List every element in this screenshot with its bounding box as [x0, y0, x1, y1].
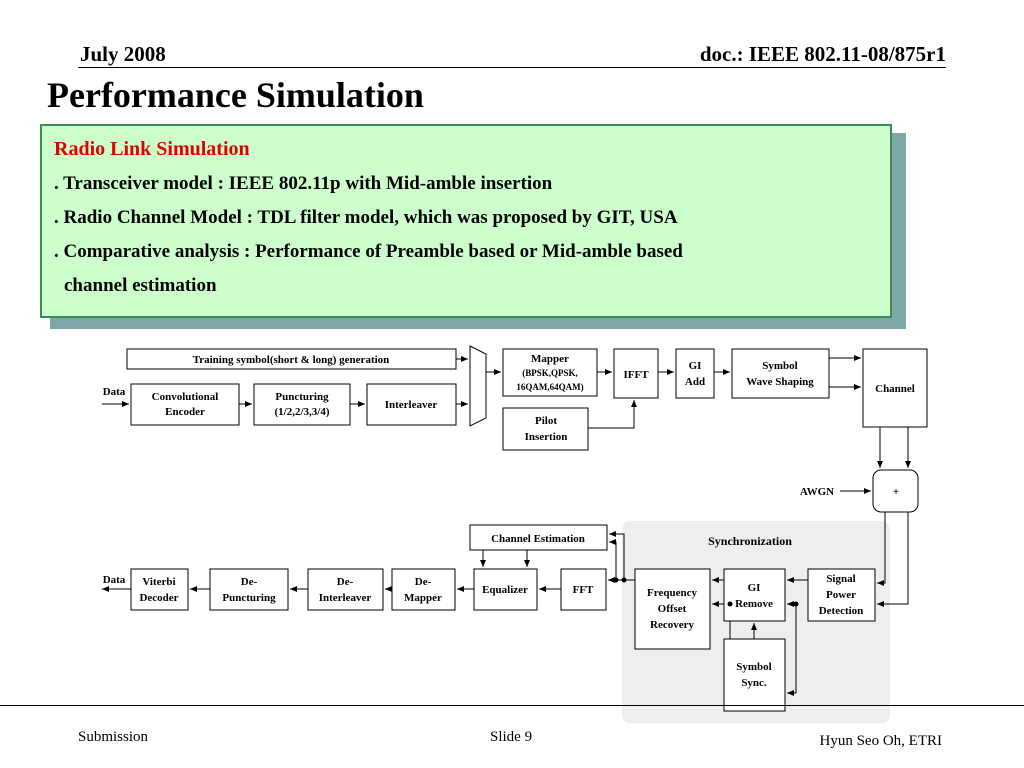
header-date: July 2008	[80, 42, 166, 66]
freq-offset-label: Recovery	[650, 619, 694, 631]
footer-slide-number: Slide 9	[490, 729, 533, 745]
deinterleaver-box	[307, 568, 384, 611]
junction-dot	[613, 577, 619, 583]
deinterleaver-label: Interleaver	[319, 592, 372, 604]
mux-trapezoid	[469, 345, 487, 427]
gi-remove-box	[723, 568, 786, 622]
viterbi-box	[130, 568, 189, 611]
channel-estimation-box	[469, 524, 608, 551]
arrow	[609, 539, 617, 580]
puncturing-box	[253, 383, 351, 426]
demapper-box	[391, 568, 456, 611]
demapper-label: Mapper	[404, 592, 442, 604]
ifft-label: IFFT	[623, 369, 649, 381]
conv-encoder-box	[130, 383, 240, 426]
slide-title: Performance Simulation	[47, 75, 424, 115]
signal-power-box	[807, 568, 876, 622]
puncturing-label: (1/2,2/3,3/4)	[275, 406, 330, 418]
awgn-label: AWGN	[800, 486, 834, 498]
fft-box	[560, 568, 607, 611]
viterbi-label: Decoder	[139, 592, 178, 604]
symbol-sync-box	[723, 638, 786, 712]
pilot-insertion-box	[502, 407, 589, 451]
fft-label: FFT	[573, 584, 594, 596]
gi-add-label: Add	[685, 376, 705, 388]
channel-estimation-label: Channel Estimation	[491, 533, 585, 545]
depuncturing-label: De-	[241, 576, 258, 588]
mapper-box	[502, 348, 598, 397]
header-doc-id: doc.: IEEE 802.11-08/875r1	[699, 42, 946, 66]
arrow	[877, 512, 886, 586]
junction-dot	[793, 601, 799, 607]
mapper-label: (BPSK,QPSK,	[522, 368, 578, 378]
channel-box	[862, 348, 928, 428]
wave-shaping-label: Symbol	[762, 360, 797, 372]
pilot-insertion-label: Pilot	[535, 415, 557, 427]
text-box-line-continuation: channel estimation	[64, 275, 217, 296]
interleaver-box	[366, 383, 457, 426]
wave-shaping-box	[731, 348, 830, 399]
gi-remove-label: Remove	[735, 598, 773, 610]
training-symbol-label: Training symbol(short & long) generation	[193, 354, 390, 366]
data-output-label: Data	[103, 574, 126, 586]
wave-shaping-label: Wave Shaping	[746, 376, 814, 388]
mapper-label: Mapper	[531, 353, 569, 365]
text-box-line: . Transceiver model : IEEE 802.11p with …	[54, 173, 553, 194]
gi-add-label: GI	[689, 360, 702, 372]
conv-encoder-label: Convolutional	[152, 391, 219, 403]
footer-divider	[0, 705, 1024, 706]
arrow	[877, 512, 909, 607]
channel-label: Channel	[875, 383, 915, 395]
arrow	[609, 531, 625, 580]
conv-encoder-label: Encoder	[165, 406, 205, 418]
awgn-adder-box	[872, 469, 919, 513]
deinterleaver-label: De-	[337, 576, 354, 588]
gi-add-box	[675, 348, 715, 399]
adder-plus-label: +	[893, 486, 899, 498]
text-box-heading: Radio Link Simulation	[54, 138, 250, 160]
arrow	[588, 400, 637, 429]
gi-remove-label: GI	[748, 582, 761, 594]
footer-author: Hyun Seo Oh, ETRI	[819, 733, 943, 749]
viterbi-label: Viterbi	[142, 576, 175, 588]
demapper-label: De-	[415, 576, 432, 588]
freq-offset-label: Frequency	[647, 587, 697, 599]
arrow	[787, 604, 797, 696]
junction-dot	[621, 577, 627, 583]
signal-power-label: Signal	[826, 573, 855, 585]
freq-offset-box	[634, 568, 711, 650]
depuncturing-box	[209, 568, 289, 611]
puncturing-label: Puncturing	[275, 391, 329, 403]
footer-submission: Submission	[78, 729, 149, 745]
interleaver-label: Interleaver	[385, 399, 438, 411]
signal-power-label: Power	[826, 589, 856, 601]
symbol-sync-label: Sync.	[741, 677, 767, 689]
text-box-line: . Radio Channel Model : TDL filter model…	[54, 207, 678, 228]
freq-offset-label: Offset	[658, 603, 687, 615]
mapper-label: 16QAM,64QAM)	[516, 382, 583, 392]
ifft-box	[613, 348, 659, 399]
pilot-insertion-label: Insertion	[525, 431, 568, 443]
equalizer-label: Equalizer	[482, 584, 528, 596]
data-input-label: Data	[103, 386, 126, 398]
junction-dot	[727, 601, 733, 607]
synchronization-label: Synchronization	[708, 534, 792, 548]
signal-power-label: Detection	[819, 605, 864, 617]
text-box-line: . Comparative analysis : Performance of …	[54, 241, 683, 262]
header-divider	[78, 67, 946, 68]
depuncturing-label: Puncturing	[222, 592, 276, 604]
text-box: Radio Link Simulation . Transceiver mode…	[40, 124, 892, 318]
symbol-sync-label: Symbol	[736, 661, 771, 673]
